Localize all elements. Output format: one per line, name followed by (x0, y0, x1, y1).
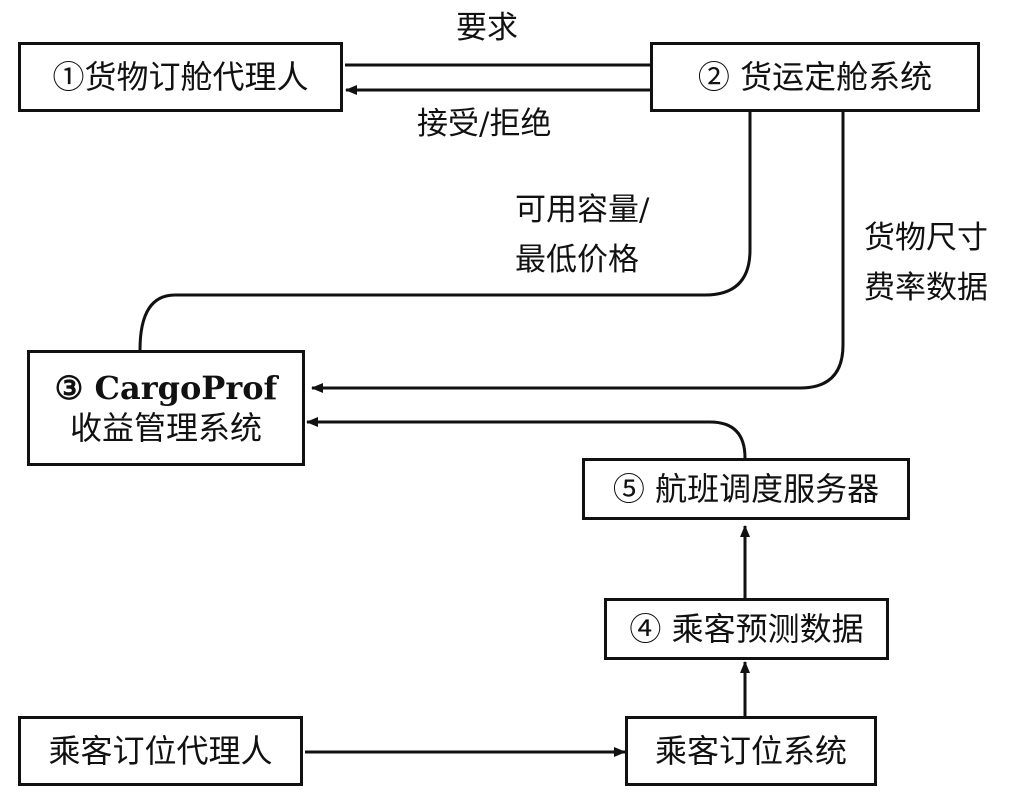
passenger-booking-system-node: 乘客订位系统 (625, 716, 877, 786)
passenger-forecast-label: ④ 乘客预测数据 (629, 610, 864, 648)
capacity-connector (138, 110, 752, 351)
cargo-data-arrow (311, 110, 845, 393)
capacity-label-line2: 最低价格 (515, 242, 639, 278)
cargo-booking-agent-node: ①货物订舱代理人 (18, 42, 343, 112)
cargo-booking-system-node: ② 货运定舱系统 (650, 42, 980, 112)
cargoprof-label-line1: ③ CargoProf (54, 369, 278, 407)
cargo-booking-system-label: ② 货运定舱系统 (697, 58, 933, 96)
cargoprof-revenue-node: ③ CargoProf 收益管理系统 (27, 350, 305, 466)
cargo-booking-agent-label: ①货物订舱代理人 (52, 58, 309, 96)
cargoprof-label-line2: 收益管理系统 (69, 409, 262, 447)
passenger-booking-agent-label: 乘客订位代理人 (48, 732, 273, 770)
flight-server-arrow (306, 417, 747, 459)
request-label: 要求 (456, 10, 518, 46)
passenger-forecast-node: ④ 乘客预测数据 (604, 598, 889, 660)
passenger-booking-agent-node: 乘客订位代理人 (18, 716, 303, 786)
cargo-data-label-line1: 货物尺寸 (864, 220, 988, 256)
capacity-label-line1: 可用容量/ (515, 192, 650, 228)
cargo-data-label-line2: 费率数据 (864, 270, 988, 306)
passenger-booking-system-label: 乘客订位系统 (654, 732, 847, 770)
flight-scheduling-server-node: ⑤ 航班调度服务器 (582, 458, 910, 520)
flight-scheduling-server-label: ⑤ 航班调度服务器 (612, 470, 880, 508)
accept-reject-label: 接受/拒绝 (417, 106, 552, 142)
